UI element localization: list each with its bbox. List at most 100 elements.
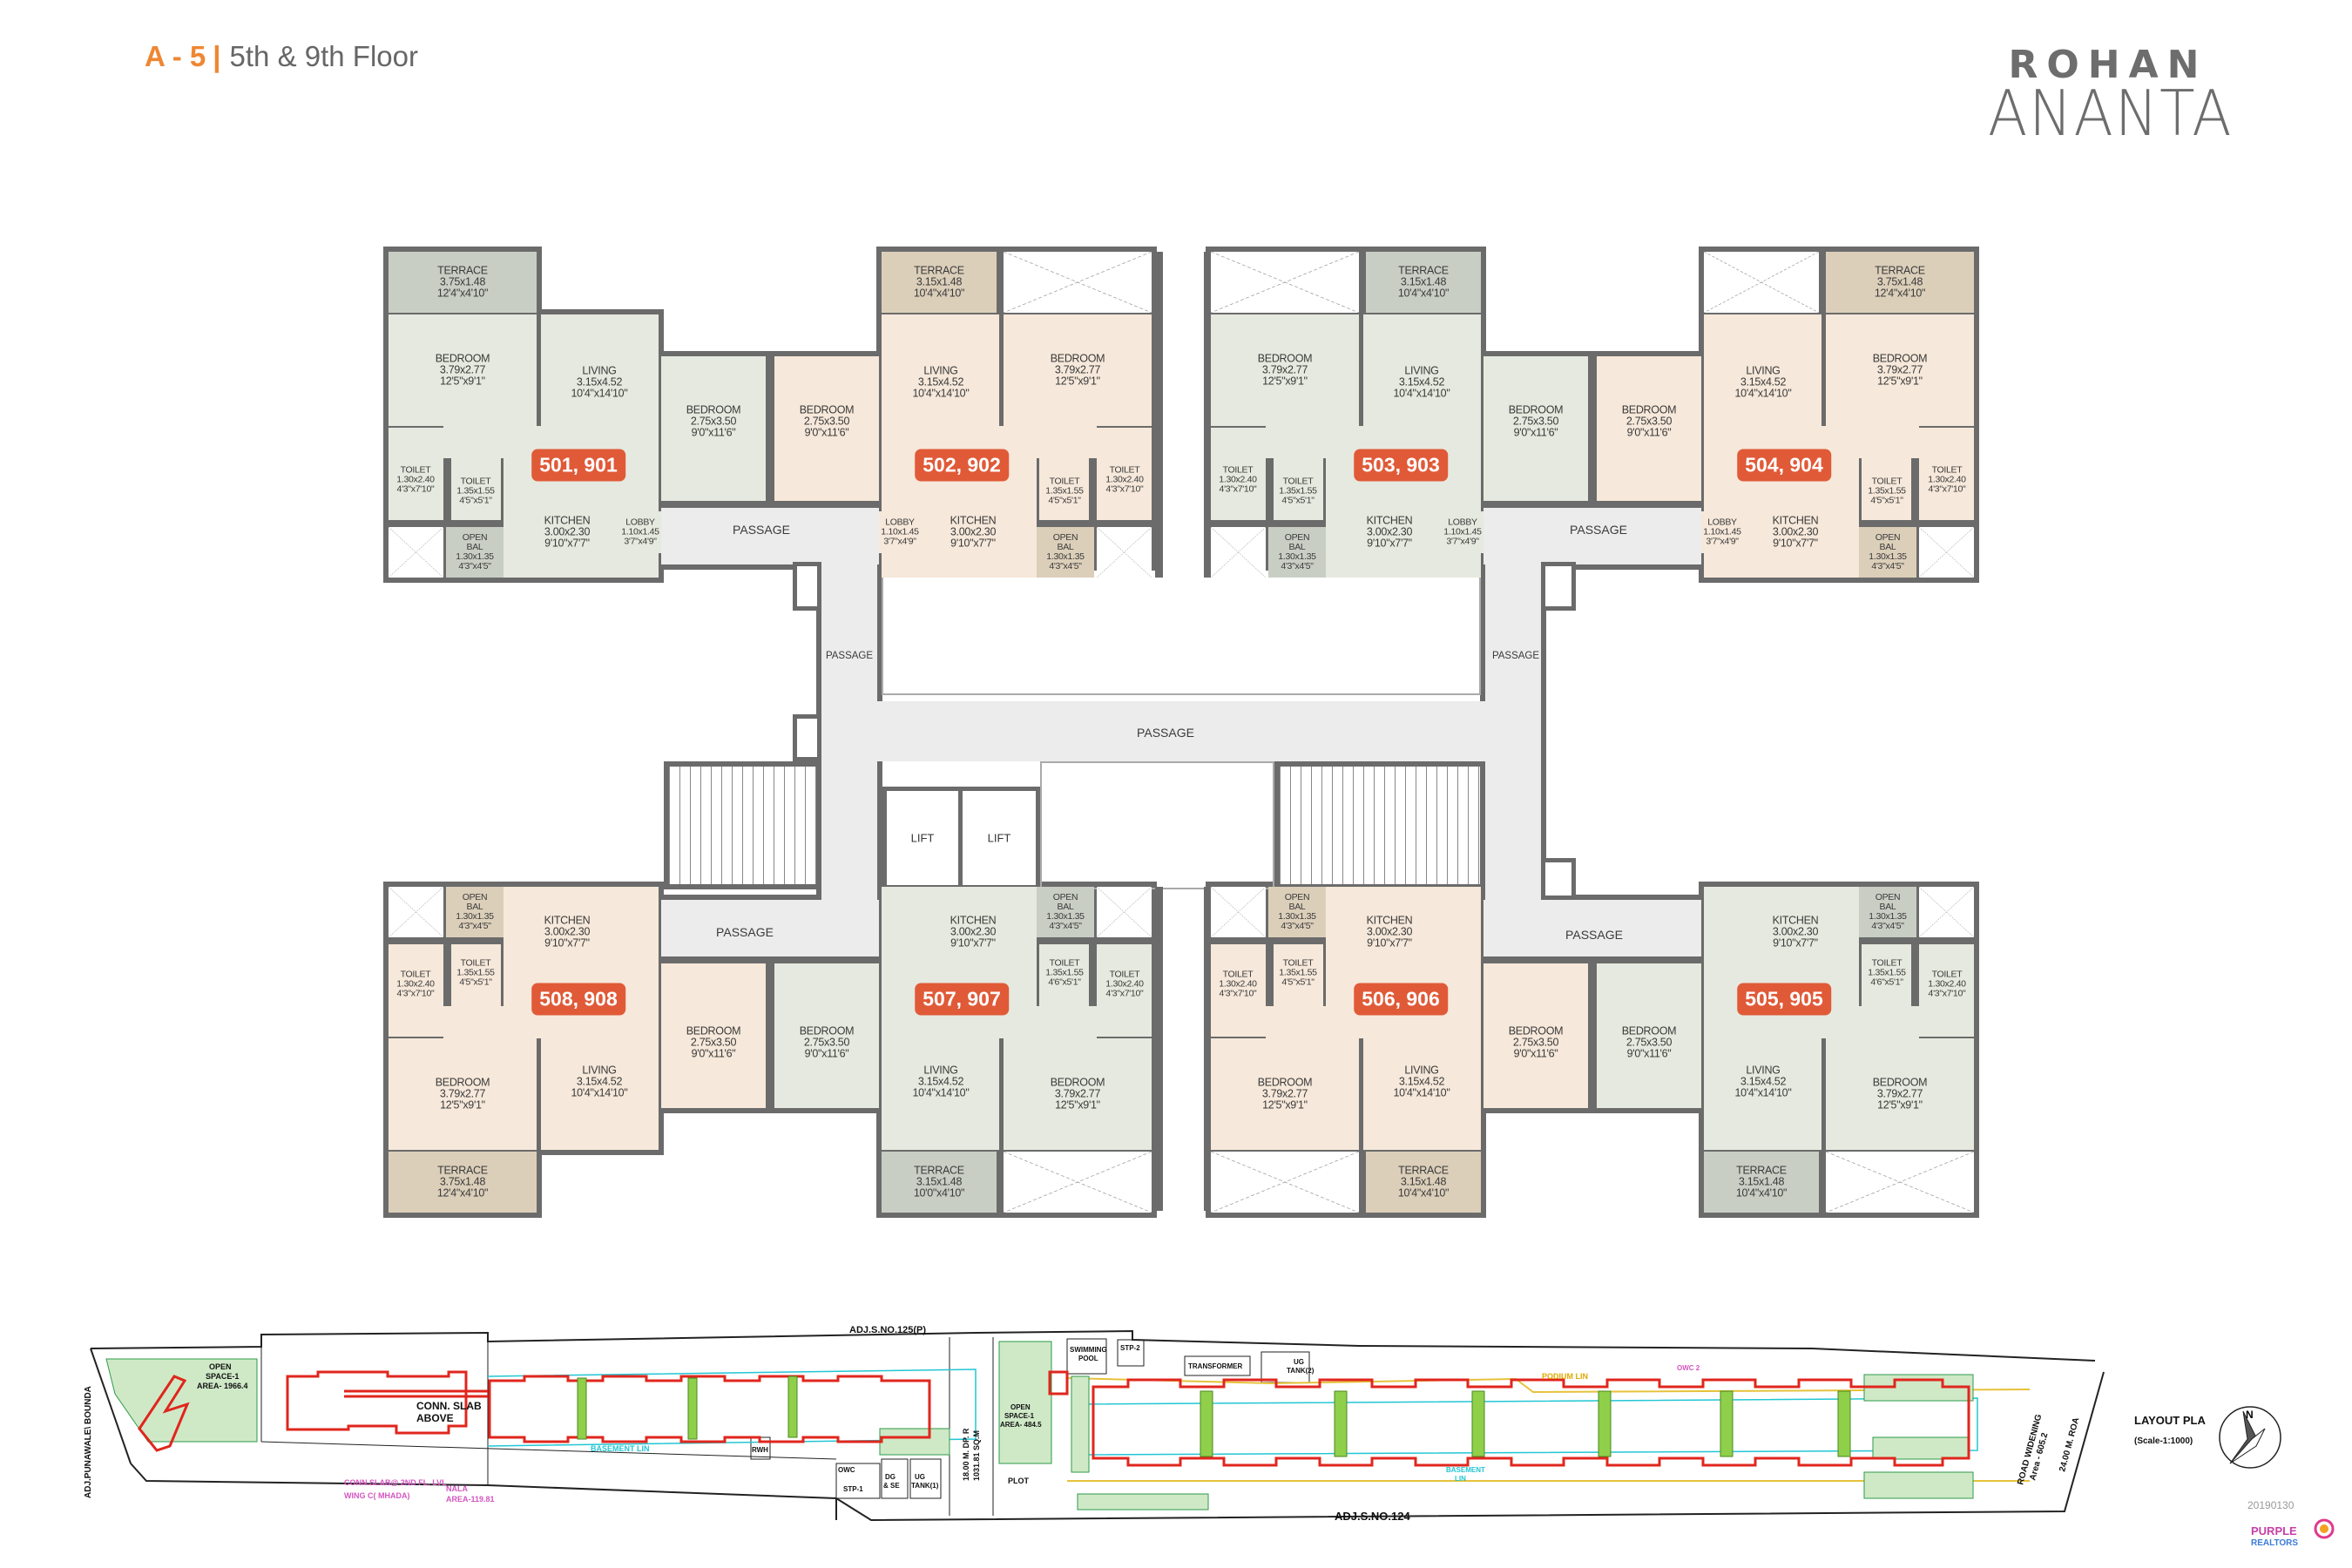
room-label-line: 4'3"x7'10" bbox=[396, 483, 435, 495]
basement-2-label: LIN bbox=[1455, 1475, 1466, 1483]
room-openbal bbox=[446, 527, 504, 578]
room-toilet1 bbox=[1211, 428, 1266, 520]
shaft-void bbox=[1704, 252, 1819, 313]
room-label-line: 10'4"x14'10" bbox=[912, 387, 970, 400]
room-label-line: 10'4"x14'10" bbox=[571, 1086, 628, 1099]
room-label-line: 4'5"x5'1" bbox=[1281, 977, 1315, 988]
ug-tank-1-label: UG bbox=[915, 1473, 925, 1481]
ug-tank-2-label: TANK(2) bbox=[1287, 1367, 1315, 1375]
unit-number-badge: 507, 907 bbox=[915, 983, 1009, 1016]
passage-central bbox=[821, 701, 1541, 761]
room-label-line: LOBBY bbox=[625, 517, 655, 528]
room-label-line: 9'10"x7'7" bbox=[1367, 936, 1412, 950]
room-label-line: 4'3"x4'5" bbox=[1049, 921, 1082, 931]
room-label-line: LIVING bbox=[923, 1064, 958, 1077]
room-label-line: 12'5"x9'1" bbox=[440, 1098, 485, 1112]
room-terrace bbox=[1826, 252, 1974, 313]
shaft-void bbox=[1211, 252, 1359, 313]
room-label-line: BEDROOM bbox=[1621, 403, 1677, 416]
open-space-2-area: AREA- 484.5 bbox=[1000, 1421, 1042, 1429]
page-title: A - 5|5th & 9th Floor bbox=[145, 40, 418, 73]
room-toilet1 bbox=[389, 428, 443, 520]
room-label-line: 10'4"x14'10" bbox=[1734, 1086, 1792, 1099]
north-compass-icon: N bbox=[2219, 1406, 2281, 1469]
plot-label: PLOT bbox=[1008, 1477, 1030, 1485]
room-label-line: 3.79x2.77 bbox=[439, 363, 486, 376]
room-label-line: 4'3"x7'10" bbox=[1928, 988, 1966, 999]
room-label-line: 1.30x1.35 bbox=[1046, 551, 1085, 562]
room-label-line: LIVING bbox=[1746, 1064, 1781, 1077]
shaft-void bbox=[1919, 887, 1974, 937]
open-space-1-label: OPEN bbox=[209, 1362, 232, 1371]
site-layout-plan: ADJ.S.NO.125(P) ADJ.S.NO.124 ADJ.PUNAWAL… bbox=[84, 1325, 2335, 1548]
room-label-line: BEDROOM bbox=[1257, 352, 1313, 365]
room-label-line: 3.15x1.48 bbox=[916, 275, 963, 288]
shaft-void bbox=[1097, 887, 1152, 937]
room-label-line: TOILET bbox=[1871, 957, 1903, 969]
room-label-line: TOILET bbox=[1109, 969, 1140, 980]
room-label-line: 3'7"x4'9" bbox=[1706, 536, 1739, 547]
room-openbal bbox=[1859, 527, 1916, 578]
passage-label: PASSAGE bbox=[733, 523, 790, 537]
room-label-line: 12'4"x4'10" bbox=[1874, 287, 1926, 300]
room-label-line: 12'4"x4'10" bbox=[436, 1186, 489, 1200]
room-label-line: 1.35x1.55 bbox=[1045, 485, 1084, 497]
room-label-line: TOILET bbox=[400, 464, 431, 476]
room-label-line: 10'4"x4'10" bbox=[1735, 1186, 1788, 1200]
room-label-line: LIVING bbox=[1404, 1064, 1439, 1077]
room-label-line: TERRACE bbox=[1398, 1164, 1449, 1177]
room-label-line: 10'4"x14'10" bbox=[1734, 387, 1792, 400]
room-label-line: 12'5"x9'1" bbox=[440, 375, 485, 388]
dp-road-label: 18.00 M. DP. R bbox=[962, 1428, 970, 1481]
stp1-label: STP-1 bbox=[843, 1485, 863, 1493]
owc-label: OWC bbox=[838, 1466, 855, 1474]
room-label-line: 4'3"x7'10" bbox=[1219, 988, 1257, 999]
brand-line2: ANANTA bbox=[1988, 77, 2234, 150]
room-label-line: 4'3"x4'5" bbox=[1871, 561, 1904, 571]
room-link bbox=[1859, 1006, 1919, 1038]
adj-south-label: ADJ.S.NO.124 bbox=[1335, 1510, 1410, 1523]
passage-bottom-right bbox=[1484, 900, 1701, 956]
room-label-line: 9'0"x11'6" bbox=[1626, 1047, 1672, 1060]
room-label-line: 10'4"x14'10" bbox=[1393, 1086, 1450, 1099]
room-label-line: 3.15x4.52 bbox=[917, 1075, 964, 1088]
room-label-line: BEDROOM bbox=[1508, 403, 1564, 416]
room-label-line: 4'5"x5'1" bbox=[459, 495, 492, 506]
room-label-line: TOILET bbox=[1931, 969, 1963, 980]
wing-code: A - 5 bbox=[145, 40, 206, 72]
room-label-line: 3.75x1.48 bbox=[439, 1175, 486, 1188]
podium-label: PODIUM LIN bbox=[1542, 1372, 1588, 1381]
room-openbal bbox=[1268, 887, 1326, 937]
room-link bbox=[1266, 1006, 1326, 1038]
room-link bbox=[443, 1006, 504, 1038]
room-label-line: 10'4"x14'10" bbox=[571, 387, 628, 400]
room-terrace bbox=[1366, 1152, 1481, 1213]
room-label-line: TOILET bbox=[460, 476, 491, 487]
title-divider: | bbox=[213, 40, 221, 72]
room-label-line: BAL bbox=[466, 902, 483, 912]
room-label-line: OPEN bbox=[1284, 532, 1310, 543]
room-label-line: 4'3"x4'5" bbox=[458, 561, 491, 571]
passage-bottom-left bbox=[661, 900, 879, 956]
passage-label: PASSAGE bbox=[1137, 726, 1194, 740]
room-label-line: 4'3"x4'5" bbox=[1049, 561, 1082, 571]
room-label-line: TOILET bbox=[1931, 464, 1963, 476]
unit-number-badge: 508, 908 bbox=[531, 983, 625, 1016]
